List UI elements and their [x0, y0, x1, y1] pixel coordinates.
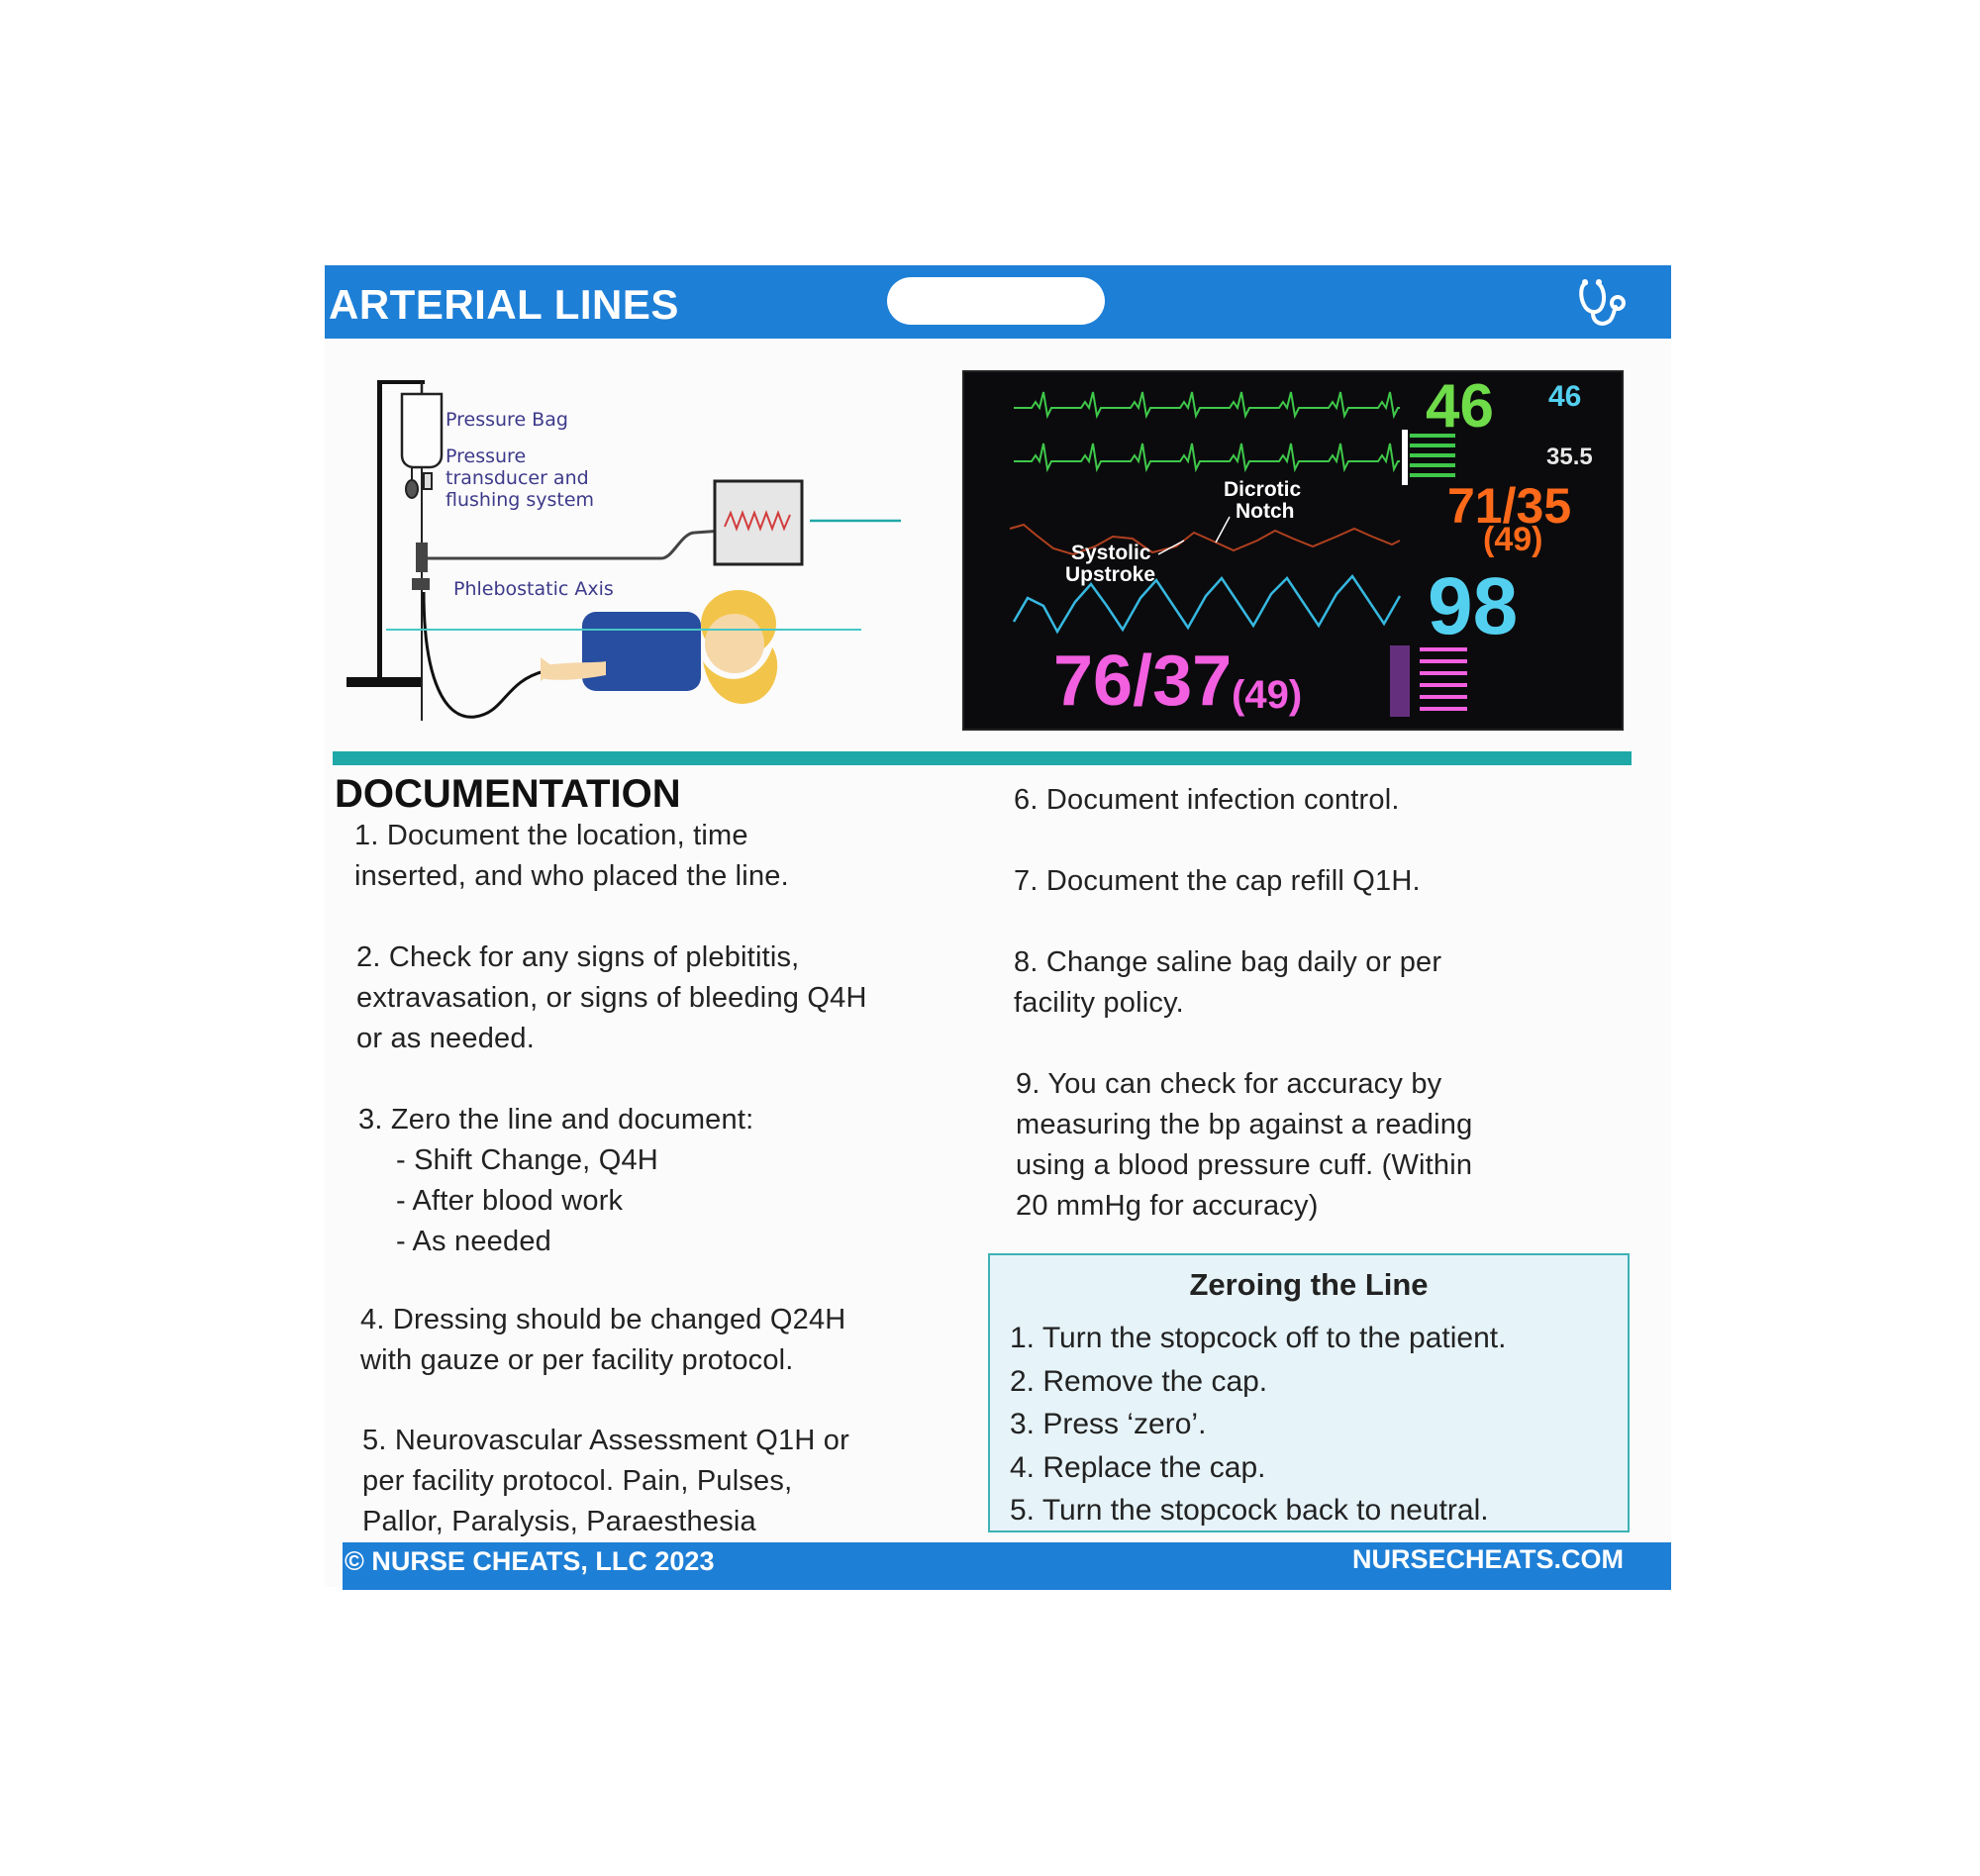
doc-item-9: 9. You can check for accuracy by measuri…: [1016, 1064, 1472, 1227]
stethoscope-icon: [1579, 279, 1626, 326]
doc-item-3-sub-2: - After blood work: [396, 1185, 624, 1217]
doc-item-3-line-1: 3. Zero the line and document:: [358, 1104, 754, 1135]
footer-bar: © NURSE CHEATS, LLC 2023 NURSECHEATS.COM: [343, 1542, 1671, 1590]
nibp-value: 76/37: [1053, 642, 1233, 721]
zeroing-step-1: 1. Turn the stopcock off to the patient.: [1010, 1322, 1507, 1354]
doc-item-5: 5. Neurovascular Assessment Q1H or per f…: [362, 1421, 849, 1542]
doc-item-4-line-2: with gauze or per facility protocol.: [360, 1344, 794, 1376]
doc-item-5-line-3: Pallor, Paralysis, Paraesthesia: [362, 1506, 756, 1537]
doc-item-2-line-3: or as needed.: [356, 1023, 535, 1054]
doc-item-9-line-1: 9. You can check for accuracy by: [1016, 1068, 1442, 1100]
zeroing-step-5: 5. Turn the stopcock back to neutral.: [1010, 1494, 1489, 1527]
doc-item-9-line-3: using a blood pressure cuff. (Within: [1016, 1149, 1473, 1181]
doc-item-1: 1. Document the location, time inserted,…: [354, 816, 789, 897]
doc-item-3: 3. Zero the line and document: - Shift C…: [358, 1100, 753, 1262]
documentation-heading: DOCUMENTATION: [335, 772, 681, 816]
iv-setup-illustration: [346, 380, 901, 721]
doc-item-9-line-4: 20 mmHg for accuracy): [1016, 1190, 1319, 1222]
spo2-value: 98: [1428, 561, 1519, 651]
heart-rate-value: 46: [1426, 372, 1494, 441]
doc-item-8: 8. Change saline bag daily or per facili…: [1014, 942, 1441, 1024]
doc-item-7: 7. Document the cap refill Q1H.: [1014, 865, 1421, 897]
systolic-upstroke-label-2: Upstroke: [1065, 563, 1156, 586]
doc-item-9-line-2: measuring the bp against a reading: [1016, 1109, 1473, 1140]
doc-item-1-line-2: inserted, and who placed the line.: [354, 860, 789, 892]
transducer-label-2: transducer and: [446, 467, 589, 489]
zeroing-steps: 1. Turn the stopcock off to the patient.…: [1010, 1317, 1506, 1532]
zeroing-step-2: 2. Remove the cap.: [1010, 1364, 1268, 1398]
arterial-line-diagram: Pressure Bag Pressure transducer and flu…: [346, 364, 901, 731]
doc-item-4: 4. Dressing should be changed Q24H with …: [360, 1300, 845, 1381]
doc-item-2-line-2: extravasation, or signs of bleeding Q4H: [356, 982, 867, 1014]
transducer-label-1: Pressure: [446, 445, 527, 467]
doc-item-5-line-2: per facility protocol. Pain, Pulses,: [362, 1465, 793, 1497]
heart-rate-secondary-value: 46: [1548, 380, 1582, 413]
zeroing-step-4: 4. Replace the cap.: [1010, 1450, 1266, 1484]
patient-monitor: 46 46 35.5 71/35 (49) 98 76/37 (49) Dicr…: [962, 370, 1624, 731]
monitor-waveforms: [1009, 391, 1467, 717]
transducer-label-3: flushing system: [446, 489, 595, 511]
copyright-text: © NURSE CHEATS, LLC 2023: [345, 1546, 715, 1576]
zeroing-title: Zeroing the Line: [1189, 1267, 1429, 1302]
doc-item-2: 2. Check for any signs of plebititis, ex…: [356, 938, 867, 1059]
art-bp-value: 71/35: [1447, 478, 1572, 534]
nibp-map-value: (49): [1232, 673, 1303, 717]
doc-item-8-line-1: 8. Change saline bag daily or per: [1014, 946, 1442, 978]
doc-item-3-sub-3: - As needed: [396, 1226, 551, 1257]
art-map-value: (49): [1483, 521, 1543, 558]
header-bar: ARTERIAL LINES: [325, 265, 1671, 339]
badge-slot: [887, 277, 1105, 325]
zeroing-the-line-box: Zeroing the Line 1. Turn the stopcock of…: [988, 1253, 1630, 1532]
zeroing-step-3: 3. Press ‘zero’.: [1010, 1408, 1207, 1440]
phlebostatic-axis-label: Phlebostatic Axis: [453, 578, 614, 600]
card-title: ARTERIAL LINES: [329, 281, 679, 328]
dicrotic-notch-label-1: Dicrotic: [1224, 478, 1302, 501]
temperature-value: 35.5: [1546, 444, 1593, 470]
systolic-upstroke-label-1: Systolic: [1071, 542, 1151, 564]
website-text: NURSECHEATS.COM: [1351, 1544, 1624, 1574]
dicrotic-notch-label-2: Notch: [1236, 500, 1295, 523]
doc-item-1-line-1: 1. Document the location, time: [354, 820, 748, 851]
doc-item-3-sub-1: - Shift Change, Q4H: [396, 1144, 658, 1176]
doc-item-8-line-2: facility policy.: [1014, 987, 1184, 1019]
section-divider: [333, 751, 1632, 765]
doc-item-4-line-1: 4. Dressing should be changed Q24H: [360, 1304, 846, 1335]
reference-card: ARTERIAL LINES: [325, 265, 1671, 1590]
pressure-bag-label: Pressure Bag: [446, 409, 568, 431]
doc-item-5-line-1: 5. Neurovascular Assessment Q1H or: [362, 1425, 849, 1456]
doc-item-6: 6. Document infection control.: [1014, 784, 1400, 816]
doc-item-2-line-1: 2. Check for any signs of plebititis,: [356, 941, 800, 973]
